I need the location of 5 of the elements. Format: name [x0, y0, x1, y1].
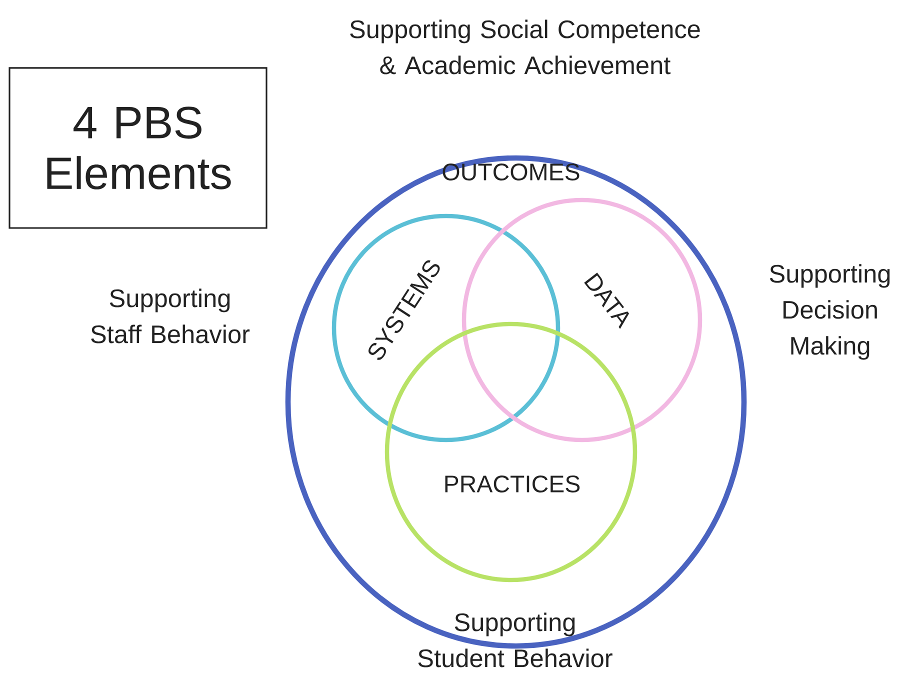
- caption-text: Supporting Social Competence & Academic Achievement: [350, 20, 700, 74]
- caption-text: Supporting Decision Making: [770, 264, 890, 360]
- caption-text: Supporting Student Behavior: [418, 612, 612, 668]
- title-box: 4 PBS Elements: [8, 67, 268, 229]
- caption-text: Supporting Staff Behavior: [91, 288, 250, 344]
